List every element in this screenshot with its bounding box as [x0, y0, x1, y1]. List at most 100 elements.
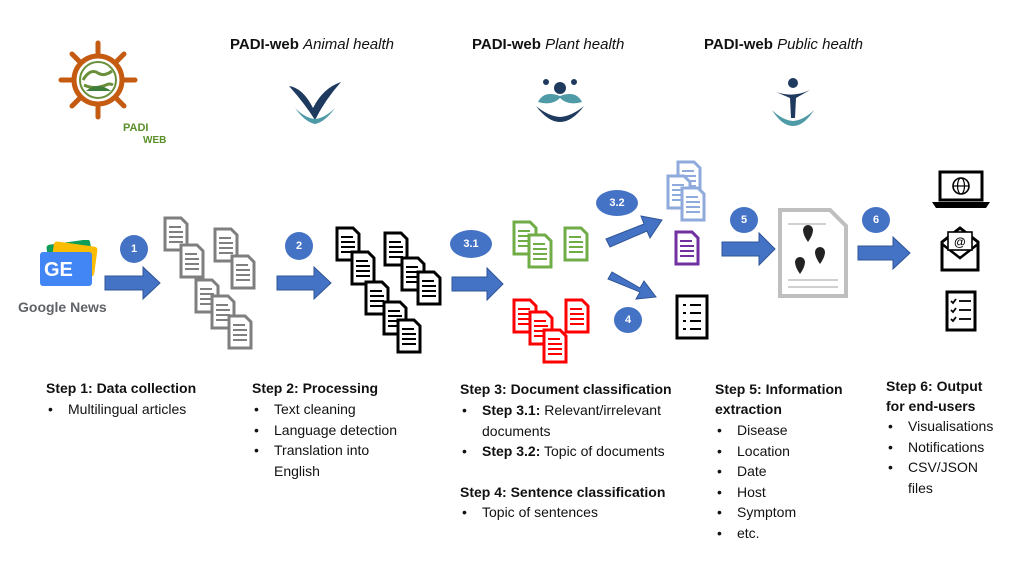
topic-documents-purple: [674, 230, 700, 266]
map-pin-icons: [795, 225, 825, 274]
substep-text-cont: documents: [482, 422, 551, 439]
list-item: Host: [715, 482, 796, 503]
list-item: Language detection: [252, 420, 397, 441]
step-3-list: Step 3.1: Relevant/irrelevant documents S…: [460, 400, 665, 462]
relevant-documents: [512, 220, 589, 269]
sentence-classification-document: [675, 294, 709, 340]
arrow-step-4: [607, 271, 657, 300]
document-icon: [230, 254, 256, 290]
substep-label: Step 3.2:: [482, 443, 541, 459]
padi-web-logo-graphic: PADI WEB: [58, 40, 166, 146]
list-item: CSV/JSON files: [886, 457, 993, 498]
step-badge-5: 5: [730, 207, 758, 233]
list-item: Notifications: [886, 437, 993, 458]
arrow-step-5: [721, 231, 776, 267]
collected-documents: [163, 216, 256, 350]
header-topic: Public health: [777, 36, 863, 53]
substep-text: Relevant/irrelevant: [540, 402, 661, 418]
list-item: Multilingual articles: [46, 399, 186, 420]
document-icon: [179, 243, 205, 279]
header-topic: Animal health: [303, 36, 394, 53]
laptop-globe-icon: [932, 170, 990, 208]
document-icon: [680, 186, 706, 222]
google-news-icon-text: GE: [44, 259, 73, 281]
list-item-text: Translation into: [274, 442, 370, 458]
list-item: Visualisations: [886, 416, 993, 437]
document-icon: [563, 226, 589, 262]
header-brand: PADI-web: [704, 36, 773, 53]
processed-documents: [335, 226, 442, 354]
list-item-text: English: [274, 462, 320, 479]
document-icon: [416, 270, 442, 306]
document-icon: [564, 298, 590, 334]
document-icon: [227, 314, 253, 350]
step-2-title: Step 2: Processing: [252, 380, 379, 396]
arrow-step-3-2: [605, 215, 663, 248]
step-badge-2: 2: [285, 232, 313, 260]
plant-health-icon: [536, 79, 584, 122]
substep-label: Step 3.1:: [482, 402, 541, 418]
step-1-title: Step 1: Data collection: [46, 380, 197, 396]
step-6-title-line-2: for end-users: [886, 398, 976, 414]
list-item: Step 3.1: Relevant/irrelevant documents: [460, 400, 665, 441]
arrow-step-2: [276, 265, 332, 301]
public-health-icon: [772, 78, 814, 126]
step-5-list: Disease Location Date Host Symptom etc.: [715, 420, 796, 543]
document-icon: [542, 328, 568, 364]
step-badge-4: 4: [614, 307, 642, 333]
list-item-text: CSV/JSON: [908, 459, 979, 475]
header-public-health: PADI-web Public health: [704, 36, 863, 53]
irrelevant-documents: [512, 298, 590, 364]
list-item: etc.: [715, 523, 796, 544]
step-4-list: Topic of sentences: [460, 502, 598, 523]
email-notification-icon: @: [940, 226, 980, 272]
logo-text-web: WEB: [143, 135, 166, 146]
header-plant-health: PADI-web Plant health: [472, 36, 624, 53]
step-1-list: Multilingual articles: [46, 399, 186, 420]
step-6-list: Visualisations Notifications CSV/JSON fil…: [886, 416, 993, 498]
header-animal-health: PADI-web Animal health: [230, 36, 394, 53]
svg-text:@: @: [954, 235, 966, 249]
google-news-label: Google News: [18, 299, 107, 315]
header-topic: Plant health: [545, 36, 625, 53]
logo-text-padi: PADI: [123, 122, 148, 134]
arrow-step-1: [104, 265, 161, 301]
list-item: Date: [715, 461, 796, 482]
information-extraction-document: [778, 208, 848, 298]
animal-health-icon: [289, 82, 341, 124]
checklist-file-icon: [945, 290, 977, 332]
list-item: Disease: [715, 420, 796, 441]
list-item: Location: [715, 441, 796, 462]
list-item: Step 3.2: Topic of documents: [460, 441, 665, 462]
padi-web-logo: PADI WEB: [38, 35, 178, 150]
header-brand: PADI-web: [230, 36, 299, 53]
step-badge-1: 1: [120, 235, 148, 263]
step-3-title: Step 3: Document classification: [460, 381, 672, 397]
header-brand: PADI-web: [472, 36, 541, 53]
document-icon: [396, 318, 422, 354]
topic-documents-blue: [666, 160, 706, 222]
step-5-title: Step 5: Information extraction: [715, 379, 843, 419]
substep-text: Topic of documents: [540, 443, 665, 459]
arrow-step-3-1: [451, 266, 504, 302]
step-5-title-line-1: Step 5: Information: [715, 381, 843, 397]
arrow-step-6: [857, 235, 911, 271]
list-item: Topic of sentences: [460, 502, 598, 523]
step-6-title-line-1: Step 6: Output: [886, 378, 983, 394]
google-news-icon: GE: [40, 240, 98, 286]
document-icon: [674, 230, 700, 266]
list-item: Text cleaning: [252, 399, 397, 420]
document-icon: [350, 250, 376, 286]
step-badge-3-1: 3.1: [450, 230, 492, 258]
document-icon: [527, 233, 553, 269]
step-5-title-line-2: extraction: [715, 401, 782, 417]
step-badge-3-2: 3.2: [596, 190, 638, 216]
step-2-list: Text cleaning Language detection Transla…: [252, 399, 397, 481]
step-4-title: Step 4: Sentence classification: [460, 484, 666, 500]
step-badge-6: 6: [862, 207, 890, 233]
list-item-text: files: [908, 479, 933, 496]
step-6-title: Step 6: Output for end-users: [886, 376, 982, 416]
list-item: Symptom: [715, 502, 796, 523]
